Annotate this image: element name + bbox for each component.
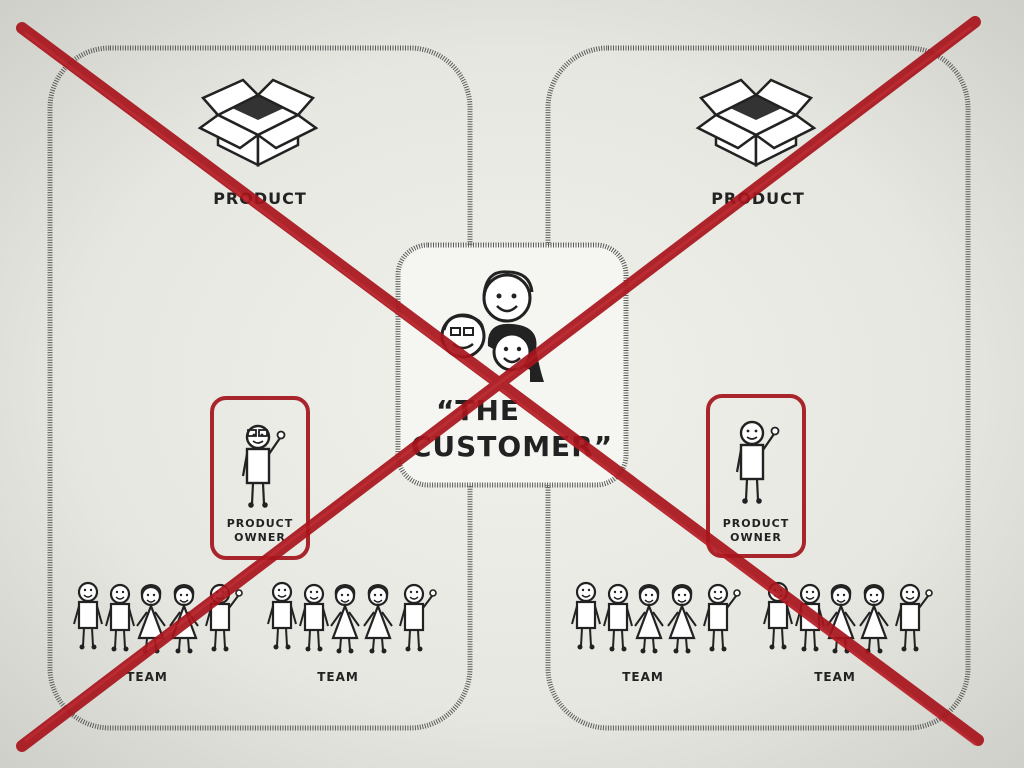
right-team-1-label: TEAM (622, 670, 664, 684)
right-team-1 (572, 583, 740, 654)
right-team-2-label: TEAM (814, 670, 856, 684)
left-team-2-label: TEAM (317, 670, 359, 684)
left-team-1-label: TEAM (126, 670, 168, 684)
left-owner-label-line2: OWNER (234, 531, 286, 544)
left-owner-label-line1: PRODUCT (227, 517, 294, 530)
box-icon (198, 78, 318, 167)
stick-figure-icon (735, 420, 780, 505)
smiley-face-icon (482, 270, 534, 323)
stick-figure-icon (241, 424, 286, 509)
right-owner-label-line2: OWNER (730, 531, 782, 544)
right-owner-label-line1: PRODUCT (723, 517, 790, 530)
right-product-owner-box (706, 394, 806, 558)
glasses-icon (247, 429, 268, 437)
cross-out-mark (16, 16, 984, 752)
left-team-2 (268, 583, 436, 654)
